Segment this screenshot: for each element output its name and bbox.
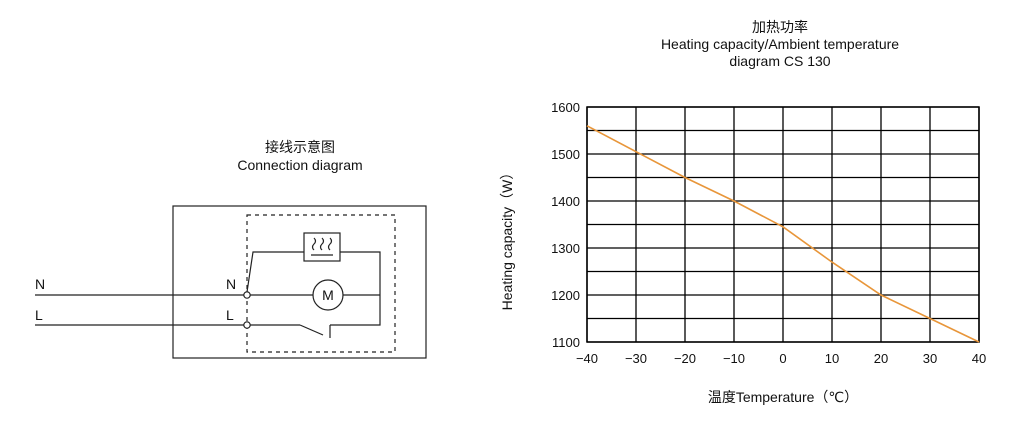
- device-enclosure: [172, 205, 427, 359]
- label-line-l: L: [35, 307, 43, 323]
- chart-title-line1: Heating capacity/Ambient temperature: [660, 36, 900, 52]
- connection-diagram: N L N L M: [35, 205, 427, 359]
- connection-title-cn: 接线示意图: [265, 139, 335, 155]
- chart-grid: [586, 106, 980, 343]
- y-tick-label: 1600: [551, 100, 580, 115]
- chart-title: 加热功率 Heating capacity/Ambient temperatur…: [600, 19, 960, 70]
- x-tick-label: 20: [874, 351, 888, 366]
- x-tick-label: −30: [625, 351, 647, 366]
- chart-title-line2: diagram CS 130: [729, 53, 831, 69]
- terminal-n: [243, 291, 251, 299]
- series-line: [586, 125, 980, 343]
- x-axis-label: 温度Temperature（℃）: [708, 389, 858, 405]
- motor-label: M: [322, 287, 334, 303]
- y-tick-label: 1100: [552, 335, 580, 350]
- x-tick-label: 40: [972, 351, 986, 366]
- y-tick-label: 1500: [551, 147, 580, 162]
- y-tick-label: 1200: [551, 288, 580, 303]
- motor-icon: [312, 279, 344, 311]
- connection-diagram-title: 接线示意图 Connection diagram: [190, 138, 410, 174]
- wire-heater-left: [246, 251, 304, 293]
- chart-series: [586, 125, 980, 343]
- y-axis-ticks: 1100 1200 1300 1400 1500 1600: [551, 100, 580, 350]
- label-terminal-n: N: [226, 276, 236, 292]
- internal-boundary: [246, 214, 396, 353]
- switch-contact: [299, 324, 324, 336]
- wire-heater-right: [330, 251, 381, 326]
- y-tick-label: 1400: [551, 194, 580, 209]
- x-tick-label: −10: [723, 351, 745, 366]
- x-tick-label: 0: [779, 351, 786, 366]
- x-tick-label: 10: [825, 351, 839, 366]
- label-terminal-l: L: [226, 307, 234, 323]
- label-line-n: N: [35, 276, 45, 292]
- x-axis-ticks: −40 −30 −20 −10 0 10 20 30 40: [576, 351, 986, 366]
- heating-capacity-chart: −40 −30 −20 −10 0 10 20 30 40 1100 1200 1300 1400 15…: [499, 100, 986, 405]
- heater-icon: [303, 232, 341, 262]
- x-tick-label: −40: [576, 351, 598, 366]
- connection-title-en: Connection diagram: [237, 157, 363, 173]
- chart-title-cn: 加热功率: [752, 19, 808, 35]
- terminal-l: [243, 321, 251, 329]
- plot-frame: [586, 106, 980, 343]
- y-axis-label: Heating capacity（W）: [499, 166, 515, 311]
- x-tick-label: −20: [674, 351, 696, 366]
- x-tick-label: 30: [923, 351, 937, 366]
- y-tick-label: 1300: [551, 241, 580, 256]
